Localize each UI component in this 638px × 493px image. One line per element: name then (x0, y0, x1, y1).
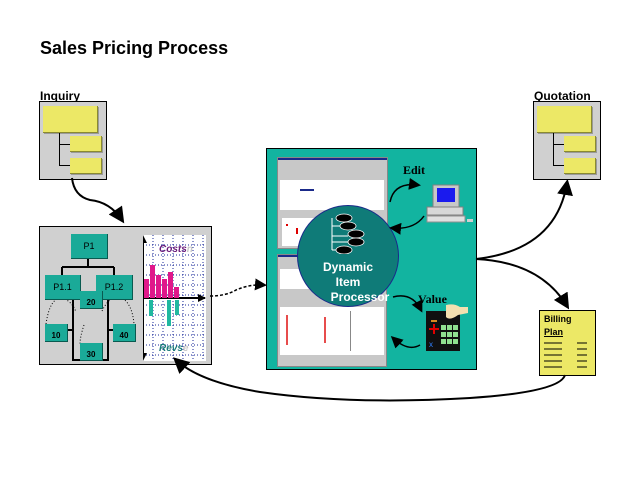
hierarchy-icon (331, 213, 365, 254)
tree-line (553, 165, 564, 166)
computer-icon[interactable] (423, 183, 475, 227)
svg-text:x: x (429, 340, 433, 349)
processor-line-3: Processor (330, 290, 390, 304)
doc-item-block (70, 136, 102, 152)
planning-panel[interactable]: P1 P1.1 P1.2 20 10 30 40 (39, 226, 212, 365)
billing-plan-document[interactable]: Billing Plan (539, 310, 596, 376)
revenue-bar (149, 300, 153, 316)
tree-node-40[interactable]: 40 (113, 324, 136, 342)
tree-node-10[interactable]: 10 (45, 324, 68, 342)
revs-label-suffix: e (182, 343, 189, 354)
calculator-icon[interactable]: x (424, 303, 470, 353)
revenue-bar (175, 300, 179, 315)
revs-label-text: Revs (159, 343, 183, 354)
arrow-planning-to-processor (209, 278, 267, 297)
tree-node-20[interactable]: 20 (80, 291, 103, 309)
billing-line-2: Plan (544, 327, 564, 337)
cost-bar (150, 265, 155, 298)
page-title: Sales Pricing Process (40, 38, 229, 58)
costs-label: Costsn (159, 244, 193, 255)
cost-bar (156, 275, 161, 298)
billing-line-1: Billing (544, 314, 572, 324)
doc-header-block (43, 106, 98, 133)
arrow-processor-to-billing (475, 258, 570, 310)
dynamic-item-processor-circle[interactable]: Dynamic Item Processor (297, 205, 399, 307)
cost-bar (174, 287, 179, 298)
tree-line (59, 144, 70, 145)
value-label: Value (418, 292, 447, 306)
revenue-bar (167, 300, 171, 326)
billing-lines (544, 342, 587, 368)
cost-bar (144, 279, 149, 298)
costs-label-suffix: n (186, 244, 193, 255)
tree-line (553, 133, 554, 165)
cost-revenue-chart[interactable]: Costsn Revse (143, 235, 206, 361)
quotation-document[interactable] (533, 101, 601, 180)
inquiry-label: Inquiry (40, 89, 81, 103)
tree-node-30[interactable]: 30 (80, 343, 103, 361)
processor-line-2: Item (335, 275, 361, 289)
doc-item-block (564, 136, 596, 152)
doc-header-block (537, 106, 592, 133)
cost-bars (144, 265, 179, 298)
tree-node-p1[interactable]: P1 (71, 234, 108, 259)
quotation-label: Quotation (534, 89, 591, 103)
inquiry-document[interactable] (39, 101, 107, 180)
chart-grid (143, 235, 206, 361)
tree-line (59, 165, 70, 166)
cost-bar (168, 272, 173, 298)
tree-line (553, 144, 564, 145)
arrow-processor-to-quotation (475, 179, 573, 260)
revs-label: Revse (159, 343, 188, 354)
doc-item-block (70, 158, 102, 174)
edit-label: Edit (403, 163, 426, 177)
cost-bar (162, 279, 167, 298)
processor-line-1: Dynamic (322, 260, 374, 274)
tree-node-p1-1[interactable]: P1.1 (45, 275, 81, 300)
doc-item-block (564, 158, 596, 174)
costs-label-text: Costs (159, 244, 187, 255)
arrow-inquiry-to-planning (71, 177, 125, 224)
revenue-bars (149, 300, 179, 326)
tree-line (59, 133, 60, 165)
